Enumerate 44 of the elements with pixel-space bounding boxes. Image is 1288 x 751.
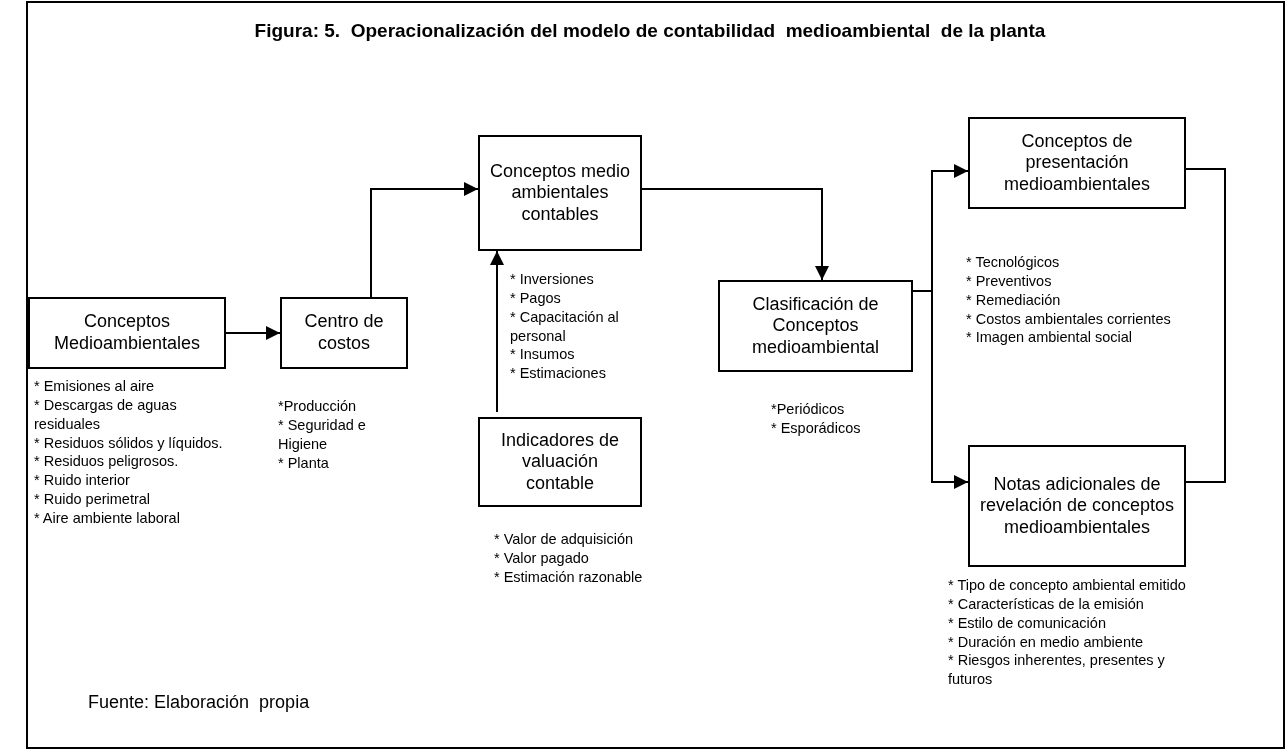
connector-arrow [225,326,281,340]
bullet-item: * Valor de adquisición [494,530,635,549]
bullet-item: * Esporádicos [771,418,862,438]
bullet-item: * Estimaciones [510,364,607,384]
bullet-item: * Ruido perimetral [34,490,152,509]
source-note: Fuente: Elaboración propia [88,692,310,713]
bullet-item: * Residuos sólidos y líquidos. [34,433,224,453]
concept-box: Conceptos de presentación medioambientales [968,117,1186,209]
figure-title: Figura: 5. Operacionalización del modelo de contabilidad medioambiental de la planta [253,20,1047,42]
connector-arrow [370,182,479,298]
bullet-item: * Descargas de aguas residuales [34,395,178,434]
bullet-item: * Planta [278,453,330,473]
bullet-item: * Pagos [510,288,562,308]
concept-box: Conceptos medio ambientales contables [478,135,642,251]
bullet-item: * Seguridad e Higiene [278,415,367,454]
bullet-item: * Preventivos [966,271,1053,291]
bullet-item: * Capacitación al personal [510,307,620,346]
bullet-item: * Ruido interior [34,471,131,491]
bullet-item: *Periódicos [771,400,846,419]
bullet-item: * Estimación razonable [494,567,644,587]
bullet-item: * Remediación [966,290,1062,310]
concept-box: Conceptos Medioambientales [28,297,226,369]
connector-arrow [490,250,504,413]
bullet-item: * Costos ambientales corrientes [966,309,1172,329]
bullet-item: * Aire ambiente laboral [34,508,181,528]
connector-arrow [912,290,969,489]
bullet-item: * Características de la emisión [948,594,1145,614]
bullet-item: * Estilo de comunicación [948,613,1107,633]
concept-box: Clasificación de Conceptos medioambiental [718,280,913,372]
bullet-item: * Insumos [510,345,576,365]
bullet-item: * Emisiones al aire [34,377,156,396]
bullet-item: * Valor pagado [494,548,590,568]
bullet-item: * Imagen ambiental social [966,328,1134,348]
bullet-item: * Inversiones [510,270,595,289]
bullet-item: *Producción [278,397,358,416]
connector-arrow [641,188,829,281]
bullet-item: * Duración en medio ambiente [948,632,1145,652]
bullet-item: * Riesgos inherentes, presentes y futuros [948,651,1166,690]
concept-box: Indicadores de valuación contable [478,417,642,507]
concept-box: Notas adicionales de revelación de conceptos medioambientales [968,445,1186,567]
bullet-item: * Residuos peligrosos. [34,452,180,472]
bullet-item: * Tecnológicos [966,253,1061,272]
bullet-item: * Tipo de concepto ambiental emitido [948,576,1187,595]
concept-box: Centro de costos [280,297,408,369]
